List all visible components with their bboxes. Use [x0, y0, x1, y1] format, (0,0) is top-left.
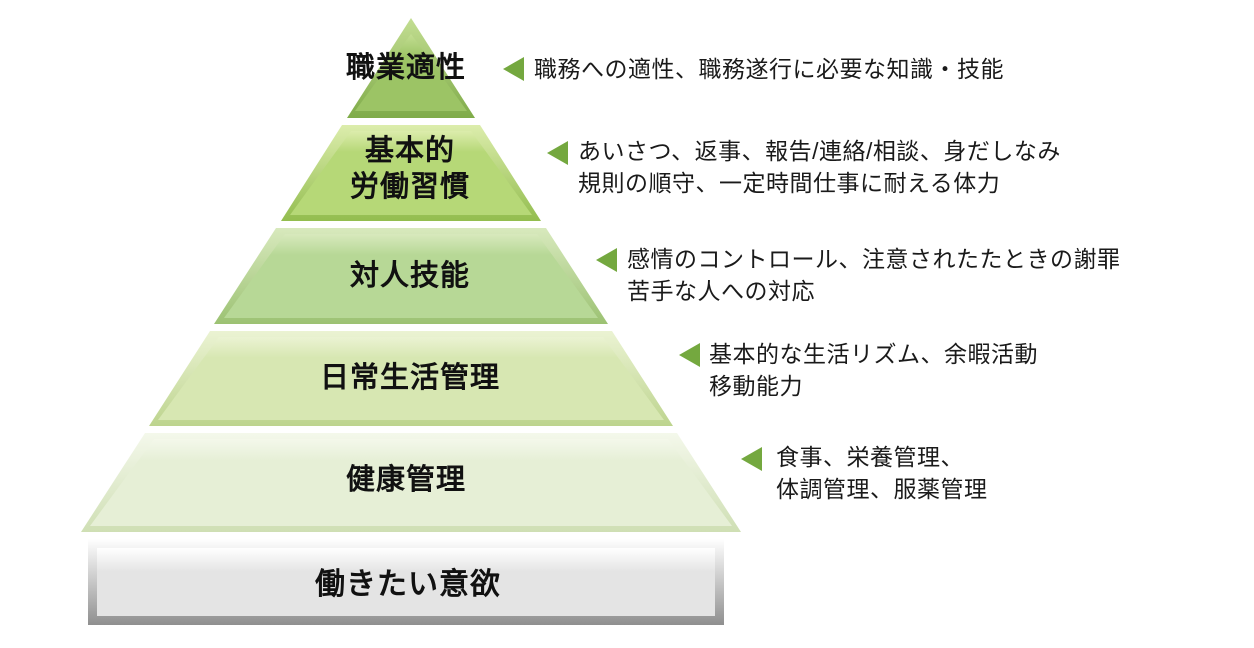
base-face: [97, 548, 715, 616]
level-label-basic-work-habits: 基本的 労働習慣: [350, 133, 470, 205]
annotation-line: 食事、栄養管理、: [776, 444, 964, 470]
annotation-line: 職務への適性、職務遂行に必要な知識・技能: [534, 56, 1004, 82]
annotation-line: 規則の順守、一定時間仕事に耐える体力: [578, 170, 1001, 196]
level-face: [224, 234, 598, 318]
annotation-text: 食事、栄養管理、 体調管理、服薬管理: [776, 441, 988, 505]
level-label-health-management: 健康管理: [346, 462, 466, 498]
level-label-vocational-aptitude: 職業適性: [346, 50, 466, 86]
pyramid-level-daily-life-management: [149, 331, 673, 426]
base-label-line: 働きたい意欲: [315, 568, 501, 601]
level-label-line: 職業適性: [345, 52, 467, 84]
pyramid-level-vocational-aptitude: [347, 18, 475, 118]
pyramid-level-health-management: [81, 433, 741, 532]
annotation-line: あいさつ、返事、報告/連絡/相談、身だしなみ: [578, 138, 1061, 164]
level-face: [158, 337, 664, 420]
annotation-text: 感情のコントロール、注意されたたときの謝罪 苦手な人への対応: [627, 243, 1121, 307]
base-block-motivation-to-work: [88, 539, 724, 625]
annotation-text: 基本的な生活リズム、余暇活動 移動能力: [709, 338, 1038, 402]
annotation-text: 職務への適性、職務遂行に必要な知識・技能: [534, 53, 1004, 85]
level-label-line: 基本的: [364, 135, 456, 167]
level-face: [90, 439, 732, 526]
pyramid-level-interpersonal-skills: [214, 228, 608, 324]
left-arrow-icon: [679, 343, 700, 367]
level-label-line: 労働習慣: [349, 171, 471, 203]
level-face: [355, 34, 467, 111]
level-face: [290, 131, 532, 215]
level-label-line: 日常生活管理: [319, 362, 501, 394]
annotation-line: 基本的な生活リズム、余暇活動: [709, 341, 1038, 367]
annotation-line: 苦手な人への対応: [627, 278, 815, 304]
annotation-line: 移動能力: [709, 373, 803, 399]
left-arrow-icon: [741, 447, 762, 471]
left-arrow-icon: [503, 57, 524, 81]
annotation-line: 感情のコントロール、注意されたたときの謝罪: [627, 246, 1121, 272]
annotation-text: あいさつ、返事、報告/連絡/相談、身だしなみ 規則の順守、一定時間仕事に耐える体…: [578, 135, 1061, 199]
left-arrow-icon: [596, 248, 617, 272]
pyramid-level-basic-work-habits: [281, 125, 541, 221]
level-label-daily-life-management: 日常生活管理: [320, 360, 500, 396]
level-label-interpersonal-skills: 対人技能: [350, 258, 470, 294]
annotation-line: 体調管理、服薬管理: [776, 476, 988, 502]
level-label-line: 対人技能: [349, 260, 471, 292]
left-arrow-icon: [547, 141, 568, 165]
level-label-line: 健康管理: [345, 464, 467, 496]
base-label-motivation-to-work: 働きたい意欲: [315, 568, 501, 602]
